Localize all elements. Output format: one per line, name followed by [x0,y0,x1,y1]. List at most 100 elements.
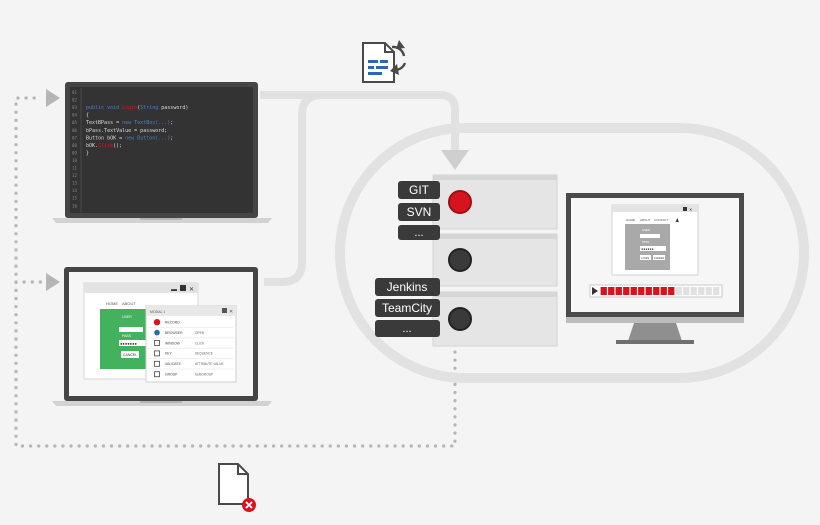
monitor-pass-input[interactable] [640,246,666,251]
code-lines: public void Login(String password){ Text… [86,105,188,156]
svn-label: SVN [407,205,432,219]
monitor-cancel-button[interactable] [653,255,665,260]
window-maximize-button[interactable] [180,285,186,291]
monitor-window-close[interactable]: ✕ [689,207,692,212]
monitor-app-window: ✕ HOME ABOUT CONTACT ♟ USER PASS ●●●●●● … [611,204,699,276]
monitor-nav-about[interactable]: ABOUT [640,218,651,222]
server-stack: GIT SVN ... Jenkins TeamCity ... [375,174,558,347]
teamcity-label: TeamCity [382,301,432,315]
object-panel-row[interactable]: WINDOW CLICK [148,337,234,346]
monitor-login-button[interactable] [640,255,651,260]
cancel-button[interactable] [121,351,139,358]
jenkins-label: Jenkins [387,280,428,294]
object-panel-row[interactable]: RECORD [153,319,180,326]
line-number: 01 [72,90,78,95]
line-number: 16 [72,203,78,208]
monitor-user-input[interactable] [640,234,660,238]
line-number: 06 [72,128,78,133]
object-row-label: GROUP [165,373,178,377]
object-row-label: BROWSER [165,331,183,335]
object-row-value: CLICK [195,341,205,345]
monitor-label-user: USER [642,228,650,232]
line-number: 05 [72,120,78,125]
monitor: ✕ HOME ABOUT CONTACT ♟ USER PASS ●●●●●● … [566,193,744,344]
object-row-value: SEQUENCE [195,352,213,356]
cancel-button-label: CANCEL [123,353,137,357]
object-panel-title: MODAL 1 [150,310,165,314]
solid-connector [260,91,459,286]
field-label-user: USER [122,315,132,319]
line-number: 10 [72,158,78,163]
pass-input[interactable] [119,340,149,346]
play-icon[interactable] [592,287,598,295]
arrow-down-to-server [441,150,469,170]
window-minimize-button[interactable]: ▬ [171,287,177,293]
line-number: 11 [72,166,78,171]
line-number: 09 [72,150,78,155]
code-line: } [86,150,89,156]
window-icon [154,340,160,346]
progress-segment [683,287,690,295]
record-icon [153,319,161,326]
code-line: TextBPass = new TextBox(...); [86,120,173,126]
progress-segment [608,287,615,295]
object-panel-row[interactable]: BROWSER OPEN [148,326,234,336]
progress-segment [638,287,645,295]
progress-segment [630,287,637,295]
object-panel: MODAL 1 ✕ RECORD BROWSER OPEN WINDOW CLICK KE… [145,305,237,383]
ci-track [335,123,809,383]
object-row-value: OPEN [195,331,205,335]
object-row-value: ATTRIBUTE VALUE [195,362,224,366]
test-progress-bar [589,284,723,298]
monitor-login-label: LOGIN [641,256,649,260]
code-line: bOK.Click(); [86,143,122,149]
object-panel-row[interactable]: VALIDATE ATTRIBUTE VALUE [148,358,234,367]
line-number: 07 [72,135,78,140]
arrow-into-laptop-top [46,89,60,107]
progress-segment [705,287,712,295]
object-panel-row[interactable]: KEY SEQUENCE [148,347,234,357]
object-row-label: KEY [165,352,173,356]
app-laptop: ▬ ✕ HOME ABOUT USER PASS ●●●●●●● CANCEL … [52,267,272,406]
line-number: 08 [72,143,78,148]
progress-segment [653,287,660,295]
user-icon [154,371,160,378]
progress-segment [713,287,720,295]
panel-maximize-button[interactable] [222,308,227,313]
code-line: Button bOK = new Button(...); [86,135,173,141]
line-number: 03 [72,105,78,110]
line-number: 12 [72,173,78,178]
monitor-user-icon: ♟ [675,218,679,224]
progress-segment [668,287,675,295]
monitor-nav-contact[interactable]: CONTACT [654,218,668,222]
line-number: 13 [72,181,78,186]
progress-segment [690,287,697,295]
vcs-status-light [448,190,472,214]
monitor-nav-home[interactable]: HOME [626,218,635,222]
panel-close-button[interactable]: ✕ [229,309,233,315]
nav-home[interactable]: HOME [106,301,118,306]
monitor-label-pass: PASS [642,240,649,244]
server-unit-middle [432,233,558,287]
object-row-label: RECORD [165,321,180,325]
middle-status-light [448,248,472,272]
object-panel-row[interactable]: GROUP SUBGROUP [148,368,234,378]
failed-document-icon [218,463,256,512]
object-row-value: SUBGROUP [195,373,213,377]
dotted-loop [14,96,457,448]
window-close-button[interactable]: ✕ [189,287,194,293]
object-row-label: VALIDATE [165,362,182,366]
progress-segment [698,287,705,295]
nav-about[interactable]: ABOUT [122,301,136,306]
git-label: GIT [409,183,430,197]
login-panel [100,309,152,369]
user-input[interactable] [119,327,143,332]
progress-segment [660,287,667,295]
object-row-label: WINDOW [165,341,181,345]
globe-icon [154,329,160,336]
progress-segment [623,287,630,295]
document-sync-icon [362,40,407,83]
server-unit-vcs [432,174,558,230]
